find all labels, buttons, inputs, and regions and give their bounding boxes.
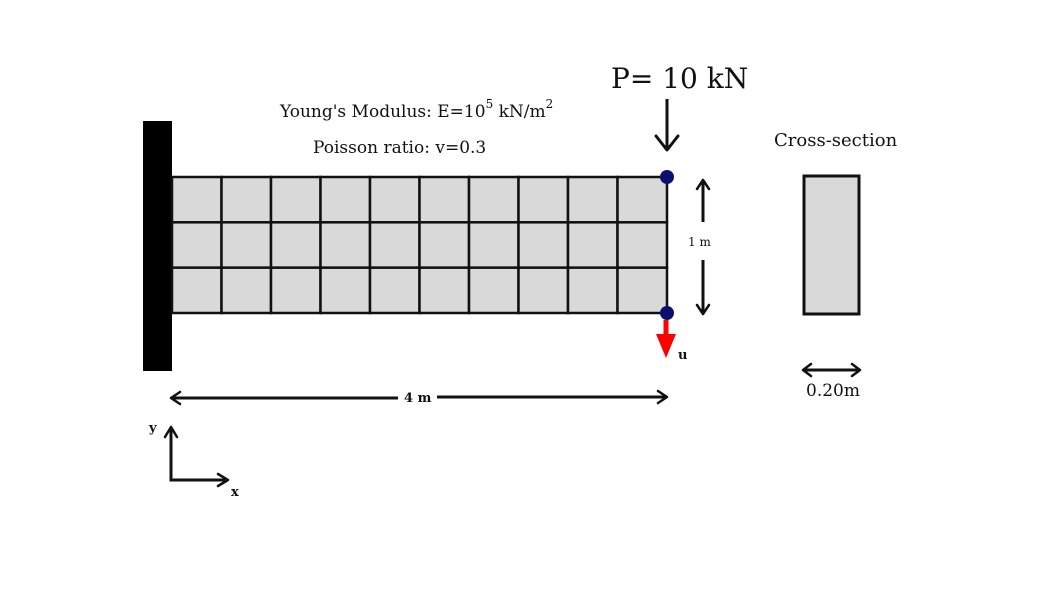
mesh-cell — [616, 221, 669, 269]
mesh-cell — [319, 221, 372, 269]
mesh-cell — [220, 266, 273, 315]
mesh-cell — [170, 221, 223, 269]
mesh-cell — [566, 221, 619, 269]
mesh-cell — [517, 266, 570, 315]
youngs-modulus-text: Young's Modulus: E=105 kN/m2 — [279, 97, 553, 122]
youngs-modulus-exponent: 5 — [486, 97, 494, 111]
mesh-cell — [170, 175, 223, 224]
youngs-modulus-prefix: Young's Modulus: E=10 — [279, 102, 486, 122]
mesh-cell — [517, 221, 570, 269]
mesh-cell — [269, 221, 322, 269]
cross-section-width-label: 0.20m — [806, 381, 860, 401]
mesh-cell — [269, 175, 322, 224]
x-axis-label: x — [231, 485, 239, 500]
cross-section-title: Cross-section — [774, 130, 898, 151]
displacement-label: u — [678, 348, 687, 363]
mesh-cell — [269, 266, 322, 315]
mesh-cell — [368, 175, 421, 224]
mesh-cell — [319, 266, 372, 315]
mesh-cell — [418, 266, 471, 315]
mesh-cell — [368, 266, 421, 315]
length-dimension-arrow — [169, 389, 669, 406]
mesh-cell — [517, 175, 570, 224]
load-arrow — [654, 99, 680, 152]
fixed-support — [143, 121, 172, 371]
mesh-cell — [418, 175, 471, 224]
youngs-modulus-unit: kN/m — [493, 102, 545, 122]
load-label: P= 10 kN — [611, 62, 748, 95]
mesh-cell — [170, 266, 223, 315]
length-label: 4 m — [404, 391, 432, 406]
top-right-node — [660, 170, 674, 184]
mesh-cell — [418, 221, 471, 269]
mesh-cell — [566, 266, 619, 315]
mesh-cell — [566, 175, 619, 224]
displacement-arrow — [656, 320, 676, 358]
mesh-cell — [616, 266, 669, 315]
youngs-modulus-unit-exponent: 2 — [546, 97, 554, 111]
mesh-cell — [467, 221, 520, 269]
mesh-grid — [170, 175, 669, 315]
mesh-cell — [319, 175, 372, 224]
mesh-cell — [467, 175, 520, 224]
cross-section-width-arrow — [801, 362, 862, 378]
height-label: 1 m — [688, 235, 711, 249]
mesh-cell — [616, 175, 669, 224]
mesh-cell — [220, 221, 273, 269]
cross-section-rect — [802, 174, 861, 316]
bottom-right-node — [660, 306, 674, 320]
mesh-cell — [368, 221, 421, 269]
height-dimension-arrow — [695, 178, 711, 316]
poisson-ratio-text: Poisson ratio: v=0.3 — [313, 138, 486, 158]
y-axis-label: y — [148, 421, 157, 436]
mesh-cell — [467, 266, 520, 315]
coordinate-axes — [163, 425, 230, 488]
mesh-cell — [220, 175, 273, 224]
